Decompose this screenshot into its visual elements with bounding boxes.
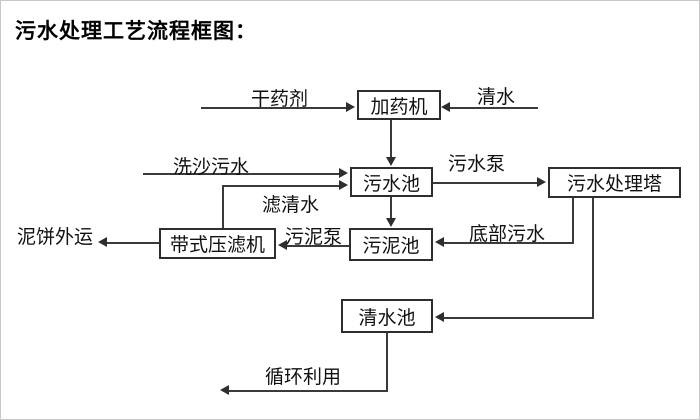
arrow-left-icon	[435, 312, 444, 322]
edge-sludge-pump-line	[285, 245, 349, 247]
node-clean-water-pool: 清水池	[341, 299, 433, 333]
edge-recycling-hline	[229, 390, 388, 392]
flow-label-dry-agent: 干药剂	[251, 89, 309, 110]
edge-filtered-water-vline	[222, 185, 224, 228]
flow-label-sludge-pump: 污泥泵	[285, 227, 343, 248]
arrow-right-icon	[339, 168, 348, 178]
flow-label-sand-washing-sewage: 洗沙污水	[173, 157, 250, 178]
edge-bottom-sewage-vline	[572, 198, 574, 244]
node-belt-filter-press: 带式压滤机	[159, 228, 276, 259]
flow-label-bottom-sewage: 底部污水	[469, 224, 546, 245]
edge-dosing-to-sewage-line	[390, 120, 392, 159]
arrow-down-icon	[386, 218, 396, 227]
edge-tower-to-clean-hline	[444, 317, 594, 319]
node-sludge-pool: 污泥池	[349, 228, 433, 261]
node-dosing-machine: 加药机	[357, 90, 441, 120]
arrow-left-icon	[220, 385, 229, 395]
edge-dry-agent-line	[201, 107, 348, 109]
flow-label-filtered-water: 滤清水	[262, 195, 320, 216]
edge-clean-water-line	[447, 107, 538, 109]
edge-bottom-sewage-hline	[444, 242, 574, 244]
edge-sewage-pump-line	[433, 182, 539, 184]
arrow-left-icon	[435, 237, 444, 247]
edge-sewage-to-sludge-line	[390, 197, 392, 219]
arrow-right-icon	[346, 102, 355, 112]
flow-label-clean-water: 清水	[477, 87, 516, 108]
arrow-left-icon	[278, 240, 287, 250]
arrow-down-icon	[386, 157, 396, 166]
edge-filtered-water-hline	[222, 185, 341, 187]
node-sewage-pool: 污水池	[350, 167, 433, 197]
edge-mud-cake-line	[106, 242, 159, 244]
arrow-left-icon	[98, 237, 107, 247]
arrow-right-icon	[339, 180, 348, 190]
edge-tower-to-clean-vline	[592, 198, 594, 319]
edge-recycling-vline	[386, 333, 388, 392]
node-treatment-tower: 污水处理塔	[548, 167, 681, 198]
flow-label-mud-cake-out: 泥饼外运	[17, 227, 94, 248]
edge-sand-washing-line	[143, 173, 341, 175]
diagram-title: 污水处理工艺流程框图：	[15, 19, 257, 43]
flow-label-recycling: 循环利用	[265, 367, 342, 388]
flow-label-sewage-pump: 污水泵	[448, 154, 506, 175]
arrow-left-icon	[441, 102, 450, 112]
arrow-right-icon	[537, 177, 546, 187]
